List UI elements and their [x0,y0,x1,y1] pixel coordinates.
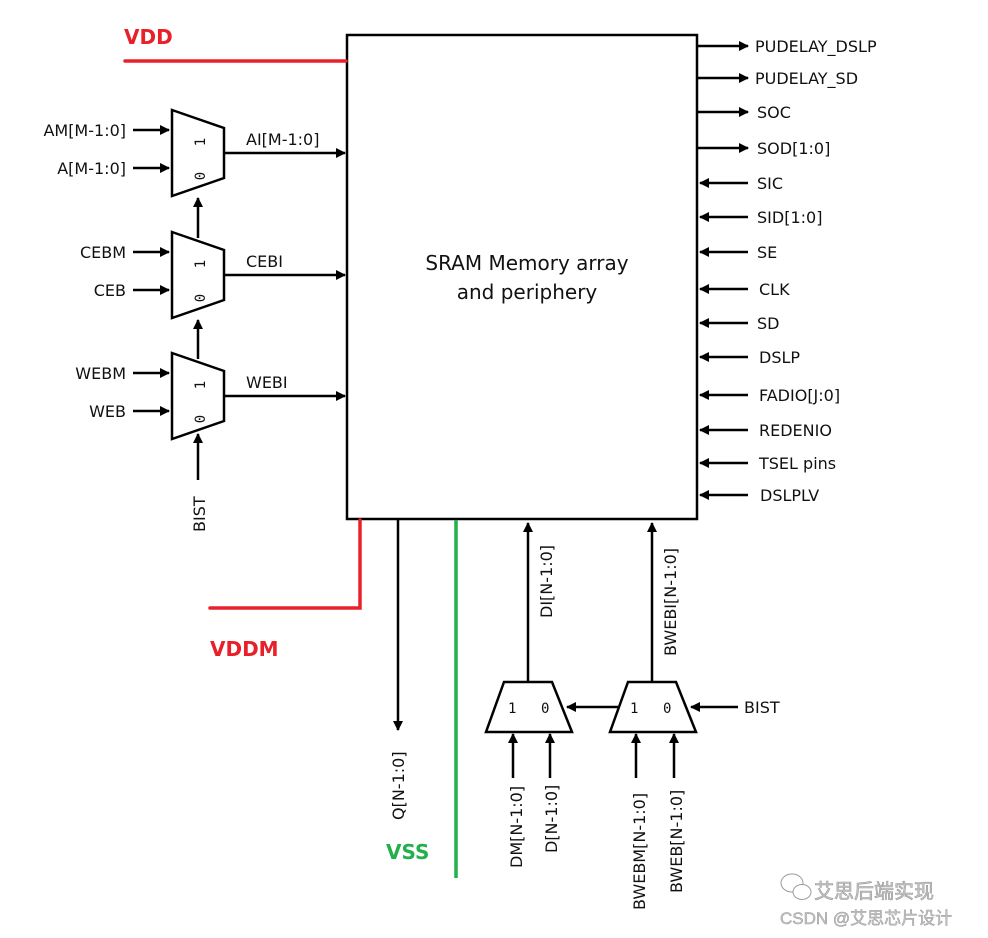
dm-input-label: DM[N-1:0] [507,786,526,868]
pin-label: SIC [757,174,783,193]
mux-input1-label: CEBM [80,243,126,262]
mux-sel0-label: 0 [193,172,209,180]
pin-label: CLK [759,280,790,299]
pin-label: SID[1:0] [757,208,822,227]
block-title-line1: SRAM Memory array [425,251,628,275]
pin-label: TSEL pins [758,454,836,473]
vdd-label: VDD [124,25,173,49]
mux-output-label: CEBI [246,252,283,271]
watermark-line1: 艾思后端实现 [814,879,934,903]
bweb-input-label: BWEB[N-1:0] [667,790,686,893]
left-mux-chain: AM[M-1:0]A[M-1:0]10AI[M-1:0]CEBMCEB10CEB… [43,108,346,532]
sram-block [345,33,699,521]
pin-label: SOD[1:0] [757,139,830,158]
pin-label: SE [757,243,777,262]
left-mux [170,351,226,441]
bwebi-label: BWEBI[N-1:0] [661,548,680,656]
mux-output-label: WEBI [246,373,288,392]
pin-label: PUDELAY_DSLP [755,37,877,57]
mux-d-sel0: 0 [541,701,549,717]
mux-bweb-sel0: 0 [663,701,671,717]
mux-input0-label: A[M-1:0] [57,159,126,178]
vddm-rail [208,518,362,610]
pin-label: SOC [757,103,791,122]
left-mux [170,230,226,320]
vss-label: VSS [386,840,429,864]
pin-label: REDENIO [759,421,832,440]
left-mux [170,108,226,198]
mux-d-sel1: 1 [508,701,516,717]
mux-input0-label: WEB [89,402,126,421]
q-output-label: Q[N-1:0] [389,751,408,820]
bist-left-label: BIST [190,496,209,532]
pin-label: DSLPLV [760,486,819,505]
mux-output-label: AI[M-1:0] [246,130,319,149]
di-label: DI[N-1:0] [537,545,556,618]
wechat-icon [780,873,812,900]
pin-label: FADIO[J:0] [759,386,840,405]
mux-bweb [608,680,698,734]
d-input-label: D[N-1:0] [542,785,561,853]
mux-sel1-label: 1 [193,381,209,389]
pin-label: SD [757,314,779,333]
mux-bweb-sel1: 1 [630,701,638,717]
right-pin-list: PUDELAY_DSLP PUDELAY_SD SOC SOD[1:0] SIC SID[… [698,37,877,505]
mux-sel0-label: 0 [193,415,209,423]
mux-input1-label: AM[M-1:0] [43,121,126,140]
block-title-line2: and periphery [457,280,598,304]
watermark-line2: CSDN @艾思芯片设计 [780,909,952,928]
bist-bottom-label: BIST [744,698,780,717]
pin-label: PUDELAY_SD [755,69,858,89]
bwebm-input-label: BWEBM[N-1:0] [630,793,649,910]
mux-sel1-label: 1 [193,138,209,146]
mux-input0-label: CEB [94,281,126,300]
mux-sel1-label: 1 [193,260,209,268]
pin-label: DSLP [759,348,800,367]
mux-sel0-label: 0 [193,294,209,302]
mux-d [484,680,574,734]
mux-input1-label: WEBM [75,364,126,383]
vddm-label: VDDM [210,637,279,661]
